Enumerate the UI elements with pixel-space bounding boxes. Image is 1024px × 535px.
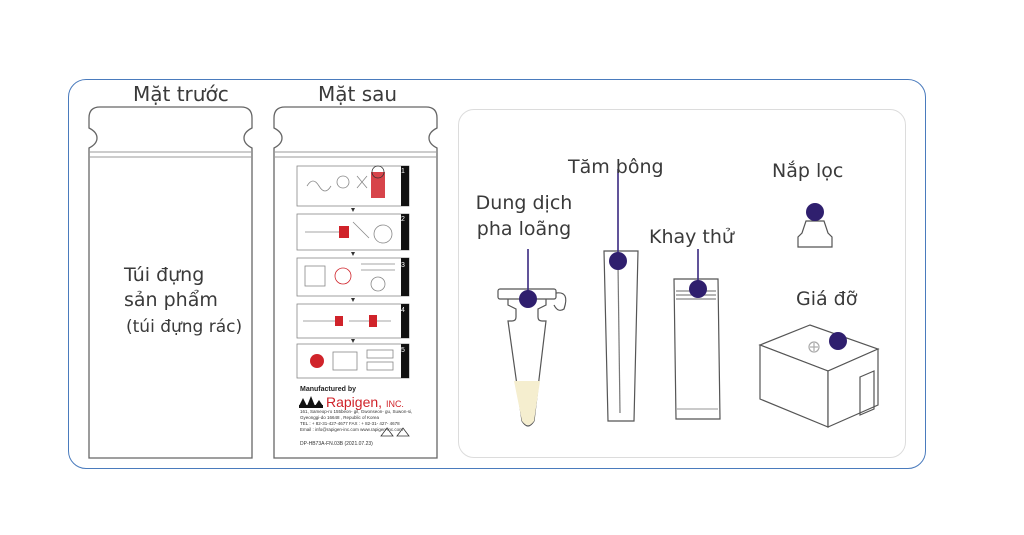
document-code: DP-HB73A-FN.03B (2021.07.23)	[300, 441, 373, 447]
back-pouch	[273, 106, 438, 459]
brand-name: Rapigen, INC.	[326, 394, 404, 410]
cassette-label: Khay thử	[649, 226, 734, 248]
diluent-marker	[519, 290, 537, 308]
cassette-marker	[689, 280, 707, 298]
address-line-2: Gyeonggi-do 16648 , Republic of Korea	[300, 415, 380, 420]
front-header: Mặt trước	[133, 82, 229, 106]
front-pouch-label-3: (túi đựng rác)	[126, 317, 243, 337]
front-pouch-label-1: Túi đựng	[124, 264, 205, 286]
brand-suffix: INC.	[385, 399, 404, 409]
components-illustration	[497, 169, 880, 428]
brand-text: Rapigen,	[326, 394, 383, 410]
swab-marker	[609, 252, 627, 270]
swab-label: Tăm bông	[568, 156, 664, 178]
filter-cap-marker	[806, 203, 824, 221]
address-line-1: 161, Sameop-ro 155beon- gil, Gwonseon- g…	[300, 409, 413, 414]
cassette-pouch	[673, 278, 721, 420]
email-web: Email : info@rapigen-inc.com www.rapigen…	[300, 427, 403, 432]
step-tab-2: 2	[401, 216, 405, 223]
step-tab-3: 3	[401, 262, 405, 269]
step-tab-4: 4	[401, 307, 405, 314]
filter-cap-label: Nắp lọc	[772, 160, 844, 182]
components-panel	[458, 109, 906, 458]
back-header: Mặt sau	[318, 82, 398, 106]
stand-label: Giá đỡ	[796, 288, 858, 310]
filter-cap	[797, 220, 833, 248]
outer-frame	[68, 79, 926, 469]
diluent-tube	[497, 288, 567, 427]
stand-marker	[829, 332, 847, 350]
tel-fax: TEL : + 82-31-427-4677 FAX : + 82-31- 42…	[300, 421, 400, 426]
manufactured-by-label: Manufactured by	[300, 386, 357, 393]
swab-wrapper	[603, 250, 639, 422]
step-tab-5: 5	[401, 347, 405, 354]
diluent-label-1: Dung dịch	[475, 192, 573, 214]
front-pouch-label-2: sản phẩm	[124, 289, 218, 311]
front-pouch	[88, 106, 253, 459]
diluent-label-2: pha loãng	[476, 218, 572, 240]
step-tab-1: 1	[401, 168, 405, 175]
rapigen-logo-icon	[299, 396, 323, 406]
stand	[758, 324, 880, 428]
